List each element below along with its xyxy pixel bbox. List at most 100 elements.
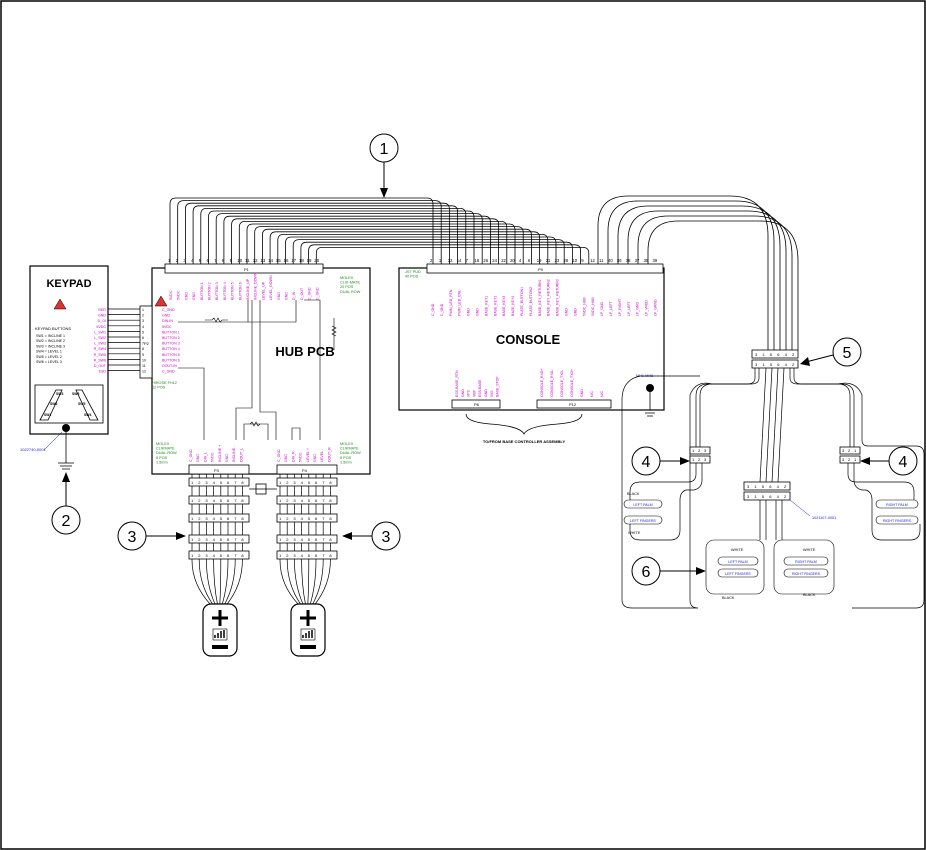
p4-spec-line: 8 POS [340, 456, 352, 460]
p2-signal: DIN-IN [162, 319, 173, 323]
p3-label: P3 [214, 468, 220, 473]
harness-pin-number: 3 [293, 498, 296, 503]
keypad-switch-label: SW6 [72, 392, 79, 396]
p8-label: P8 [474, 402, 480, 407]
harness-pin-number: 6 [227, 480, 230, 485]
p9-signal: GND [565, 308, 569, 316]
grip-pin: 6 [769, 494, 772, 499]
center-right-white: WHITE [803, 548, 816, 552]
p9-pin-number: 1 [439, 258, 442, 263]
grip-bundle-wire [617, 205, 781, 350]
p8-signal: ESS-BASE [478, 379, 482, 397]
p4-spec-line: CLIKMATE [340, 447, 359, 451]
p9-signal: C_GND [440, 303, 444, 316]
outer-loop [837, 382, 925, 609]
p9-signal: LP_LEFT [627, 300, 631, 316]
p2-label: P2 [144, 341, 150, 346]
harness-pin-number: 4 [213, 553, 216, 558]
center-grip-connector [743, 481, 791, 491]
left-palm-wire [629, 463, 697, 500]
harness-connector [276, 477, 338, 487]
p3-signal: DIN_L [203, 452, 207, 462]
harness-pin-number: 3 [293, 480, 296, 485]
p9-pin-number: 26 [483, 258, 488, 263]
p9-signal: GND [476, 308, 480, 316]
grip-bundle-wire [637, 215, 793, 350]
harness-pin-number: 1 [279, 537, 282, 542]
bundle-wire [315, 247, 590, 264]
center-right-fingers-label: RIGHT FINGERS [792, 572, 821, 576]
center-right-grip-loop [773, 539, 835, 595]
harness-pin-number: 8 [329, 480, 332, 485]
p9-pin-number: 23 [555, 258, 560, 263]
p9-signal: LP_GND [600, 302, 604, 316]
bundle-wire [238, 221, 508, 264]
harness-connector [188, 534, 250, 544]
p4-spec-line: 1.5mm [340, 460, 352, 464]
p9-pin-number: 35 [644, 258, 649, 263]
p1-signal: GND [184, 292, 188, 300]
p9-signal: LP_VRED [645, 300, 649, 316]
bundle-wire [200, 208, 467, 264]
keypad-switch-label: SW3 [56, 392, 63, 396]
p1-spec-line: DUAL ROW [340, 290, 361, 294]
p9-signal: LP_LEFT [609, 300, 613, 316]
p9-signal: BASE_KEY3 [502, 296, 506, 316]
handset-wire [221, 474, 229, 606]
console-ground-stud [646, 384, 654, 392]
keypad-pin-label: L_SW2 [94, 336, 106, 340]
p2-pin-number: 4 [142, 325, 144, 329]
hub-outline [151, 267, 371, 475]
right-grip-pin: 3 [842, 457, 845, 462]
p1-pin-number: 13 [260, 258, 265, 263]
grip-bundle-wire [647, 220, 799, 350]
harness-pin-number: 5 [220, 516, 223, 521]
warning-icon [53, 298, 67, 310]
keypad-pin-label: D_OUT [94, 364, 107, 368]
p3-signal: 5VDC [211, 452, 215, 462]
p2-pin-number: 7 [142, 342, 144, 346]
harness-pin-number: 3 [205, 553, 208, 558]
harness-pin-number: 8 [241, 553, 244, 558]
p4-spec-line: MOLEX [340, 442, 354, 446]
p8-signal: VBP [472, 389, 476, 397]
p9-label: P9 [538, 267, 544, 272]
grip-pin: 5 [770, 362, 773, 367]
p8-signal: GND [461, 389, 465, 397]
p12-label: P12 [569, 402, 577, 407]
p9-signal: LP_GRND [654, 299, 658, 316]
harness-pin-number: 2 [198, 516, 201, 521]
keypad-switch-label: SW2 [50, 402, 57, 406]
minus-icon [300, 645, 316, 649]
left-palm-label: LEFT PALM [633, 503, 652, 507]
handset-wire [226, 474, 243, 606]
bundle-wire [185, 202, 450, 264]
p9-signal: BASE_KEY_RETURN1 [538, 279, 542, 316]
keypad-pin-label: 5VDC [96, 325, 106, 329]
harness-pin-number: 4 [301, 498, 304, 503]
level-icon [300, 628, 316, 641]
keypad-buttons-heading: KEYPAD BUTTONS [35, 326, 71, 331]
p2-spec-line: 12 POS [152, 386, 166, 390]
callout-5-bubble [832, 337, 862, 367]
harness-pin-number: 3 [205, 480, 208, 485]
handset-wire [191, 474, 212, 606]
right-grip-pin: 1 [854, 448, 857, 453]
p1-signal: LEVEL_UP [261, 281, 265, 300]
grip-pin: 1 [762, 352, 765, 357]
bundle-wire [169, 197, 434, 264]
p12-signal: N/C [600, 391, 604, 398]
harness-pin-number: 6 [315, 498, 318, 503]
p1-signal: INCLINE_DOWN [254, 272, 258, 300]
harness-pin-number: 7 [234, 516, 237, 521]
grip-pin: 4 [785, 362, 788, 367]
p2-signal: BUTTON 6 [162, 358, 180, 362]
callout-1: 1 [380, 141, 389, 158]
